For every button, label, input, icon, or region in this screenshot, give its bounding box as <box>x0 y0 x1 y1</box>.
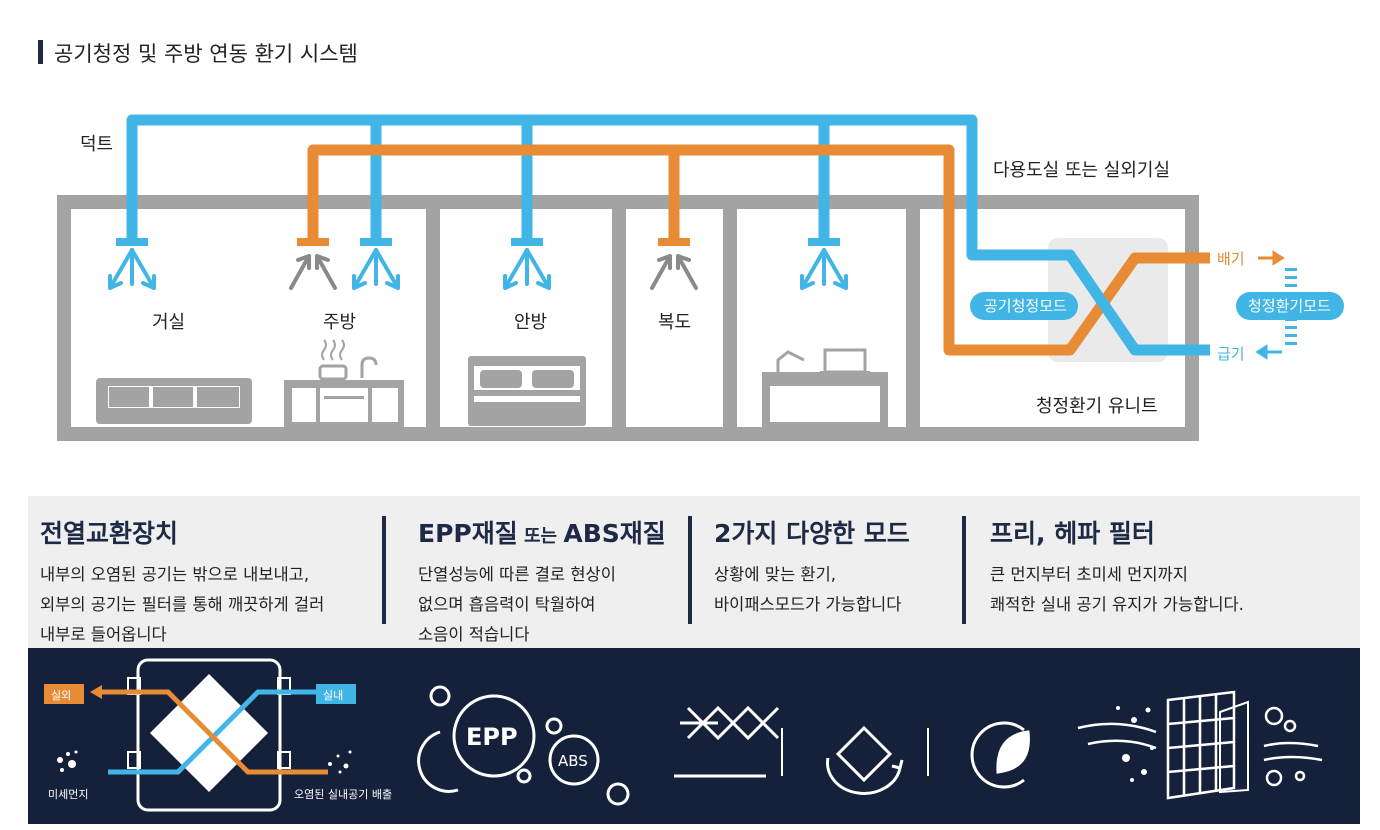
outdoor-tag-label: 실외 <box>51 689 71 702</box>
feature-material: EPP재질 또는 ABS재질 단열성능에 따른 결로 현상이 없으며 흡음력이 … <box>418 496 698 648</box>
room-label-hallway: 복도 <box>658 312 691 333</box>
feature-title: 전열교환장치 <box>40 519 179 548</box>
feature-line: 단열성능에 따른 결로 현상이 <box>418 565 616 584</box>
feature-divider <box>962 516 966 624</box>
sofa-icon <box>96 378 252 424</box>
feature-line: 소음이 적습니다 <box>418 625 530 644</box>
mode-label-air-purify: 공기청정모드 <box>984 297 1067 315</box>
duct-label: 덕트 <box>80 134 113 155</box>
fine-dust-icon <box>57 750 78 772</box>
mode-pill-clean-ventilation <box>1236 292 1344 320</box>
room-label-kitchen: 주방 <box>323 312 356 333</box>
fine-dust-label: 미세먼지 <box>48 788 88 801</box>
feature-title-or: 또는 <box>517 526 564 547</box>
building-frame <box>57 195 1199 441</box>
indoor-tag <box>316 684 356 704</box>
filter-icon <box>1077 690 1323 800</box>
feature-line: 내부의 오염된 공기는 밖으로 내보내고, <box>40 565 310 584</box>
heat-exchanger-icon <box>90 658 334 812</box>
supply-label: 급기 <box>1217 345 1245 363</box>
bypass-mode-icon <box>826 725 904 795</box>
page-title: 공기청정 및 주방 연동 환기 시스템 <box>38 38 358 68</box>
abs-icon-label: ABS <box>558 752 588 770</box>
mode-label-clean-ventilation: 청정환기모드 <box>1248 297 1331 315</box>
feature-modes: 2가지 다양한 모드 상황에 맞는 환기, 바이패스모드가 가능합니다 <box>714 496 954 648</box>
eco-leaf-icon <box>970 721 1030 789</box>
orange-diffusers <box>297 238 690 246</box>
feature-line: 내부로 들어옵니다 <box>40 625 167 644</box>
feature-line: 외부의 공기는 필터를 통해 깨끗하게 걸러 <box>40 595 325 614</box>
feature-line: 상황에 맞는 환기, <box>714 565 836 584</box>
ventilation-diagram: 덕트 다용도실 또는 실외기실 거실 주방 안방 복도 청정환기 유니트 배기 … <box>57 114 1344 441</box>
dust-particles-icon <box>1116 706 1154 782</box>
blue-airflow-arrows <box>108 248 848 290</box>
blue-diffusers <box>116 238 840 246</box>
feature-title: 프리, 헤파 필터 <box>990 519 1155 548</box>
room-walls <box>426 202 920 434</box>
kitchen-icon <box>284 339 404 428</box>
feature-line: 큰 먼지부터 초미세 먼지까지 <box>990 565 1188 584</box>
supply-arrow-icon <box>1255 344 1282 360</box>
exhaust-arrow-icon <box>1258 250 1285 266</box>
feature-line: 쾌적한 실내 공기 유지가 가능합니다. <box>990 595 1244 614</box>
polluted-air-icon <box>328 750 352 774</box>
feature-title-epp: EPP재질 <box>418 519 518 548</box>
unit-label: 청정환기 유니트 <box>1036 396 1158 417</box>
ventilation-mode-icon <box>674 705 780 778</box>
icon-band-graphics: 실외 실내 미세먼지 오염된 실내공기 배출 EPP ABS <box>44 658 1323 812</box>
mode-pill-air-purify <box>970 292 1078 320</box>
desk-icon <box>762 348 888 430</box>
exhaust-label: 배기 <box>1217 250 1245 268</box>
epp-abs-icon <box>417 685 630 806</box>
feature-title-abs: ABS재질 <box>563 519 666 548</box>
utility-room-label: 다용도실 또는 실외기실 <box>993 160 1170 181</box>
outdoor-tag <box>44 684 84 704</box>
feature-title: EPP재질 또는 ABS재질 <box>418 514 698 550</box>
indoor-tag-label: 실내 <box>323 689 343 702</box>
polluted-air-label: 오염된 실내공기 배출 <box>294 788 392 801</box>
room-label-master-bedroom: 안방 <box>514 312 547 333</box>
feature-title: 2가지 다양한 모드 <box>714 519 910 548</box>
feature-line: 없으며 흡음력이 탁월하여 <box>418 595 596 614</box>
feature-band: 전열교환장치 내부의 오염된 공기는 밖으로 내보내고, 외부의 공기는 필터를… <box>28 496 1360 648</box>
feature-line: 바이패스모드가 가능합니다 <box>714 595 902 614</box>
bed-icon <box>468 356 586 426</box>
icon-band: 실외 실내 미세먼지 오염된 실내공기 배출 EPP ABS <box>28 648 1360 824</box>
feature-divider <box>688 516 692 624</box>
gray-airflow-arrows <box>289 254 698 290</box>
feature-filters: 프리, 헤파 필터 큰 먼지부터 초미세 먼지까지 쾌적한 실내 공기 유지가 … <box>990 496 1320 648</box>
room-label-living: 거실 <box>152 312 185 333</box>
feature-divider <box>382 516 386 624</box>
epp-icon-label: EPP <box>466 723 518 751</box>
feature-heat-exchanger: 전열교환장치 내부의 오염된 공기는 밖으로 내보내고, 외부의 공기는 필터를… <box>40 496 390 648</box>
